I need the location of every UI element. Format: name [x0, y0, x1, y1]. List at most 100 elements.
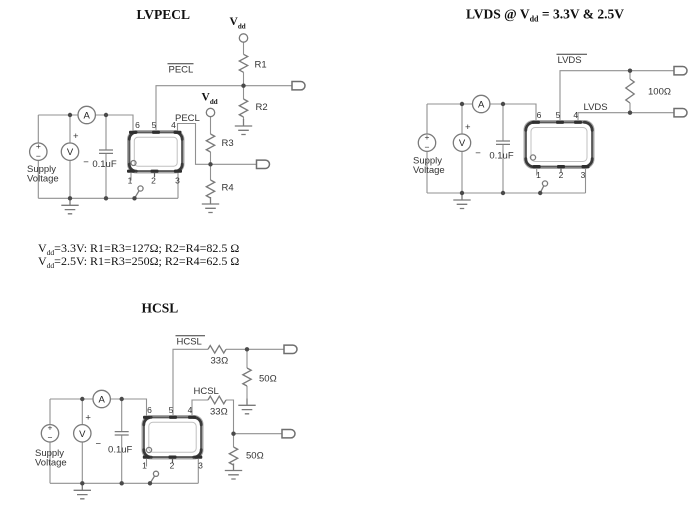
ammeter — [92, 389, 112, 409]
pin-label: 2 — [151, 176, 156, 186]
vdd-label: Vdd — [202, 92, 218, 107]
supply-label: Supply — [35, 448, 64, 459]
pecl-inverted-label: PECL — [169, 65, 194, 76]
plus-sign: + — [85, 413, 91, 424]
voltmeter-letter: V — [459, 138, 466, 149]
capacitor-label: 0.1uF — [108, 445, 132, 456]
r50-bottom-label: 50Ω — [246, 451, 264, 462]
supply-label: Voltage — [27, 174, 59, 185]
pin-label: 6 — [537, 110, 542, 120]
supply-source — [28, 142, 48, 162]
output-terminal-icon — [673, 65, 688, 76]
resistor-50-top — [241, 367, 253, 387]
resistor-100 — [624, 78, 636, 104]
oscillator-chip — [141, 415, 204, 463]
vdd-terminal — [238, 33, 249, 43]
plus-sign: + — [465, 122, 471, 133]
r33-bottom-label: 33Ω — [210, 407, 228, 418]
resistor-r4 — [204, 179, 217, 199]
r50-top-label: 50Ω — [259, 374, 277, 385]
pin-label: 4 — [573, 110, 578, 120]
plus-sign: + — [36, 141, 41, 151]
junction-dots — [459, 68, 633, 196]
supply-label: Voltage — [413, 165, 445, 176]
plus-sign: + — [48, 423, 53, 433]
capacitor — [99, 149, 113, 155]
pecl-label: PECL — [175, 113, 200, 124]
voltmeter — [60, 142, 80, 162]
vdd-terminal — [205, 107, 216, 118]
r4-label: R4 — [222, 183, 234, 194]
output-terminal-icon — [283, 344, 298, 355]
hcsl-circuit: HCSL + − Supply Voltage V + − A 0.1uF — [35, 301, 298, 500]
resistor-33-top — [207, 344, 227, 355]
hcsl-wires — [49, 348, 284, 484]
voltmeter-letter: V — [79, 429, 86, 440]
supply-source — [417, 133, 437, 153]
resistor-33-bottom — [207, 394, 227, 406]
r2-label: R2 — [256, 102, 268, 113]
resistor-50-bottom — [227, 446, 240, 466]
output-terminal-icon — [291, 80, 306, 91]
ammeter-letter: A — [478, 99, 485, 110]
supply-label: Voltage — [35, 458, 67, 469]
pin-label: 2 — [559, 170, 564, 180]
lvds-wires — [426, 70, 674, 194]
pin-label: 6 — [147, 405, 152, 415]
resistor-r2 — [237, 98, 250, 118]
vdd-label: Vdd — [230, 16, 246, 31]
lvds-circuit: LVDS @ Vdd = 3.3V & 2.5V 100Ω + − Supply… — [413, 7, 688, 210]
hcsl-label: HCSL — [194, 386, 219, 397]
minus-sign: − — [425, 142, 430, 152]
pin-label: 6 — [135, 120, 140, 130]
capacitor — [114, 430, 129, 436]
junction-dots — [67, 83, 246, 201]
minus-sign: − — [96, 438, 102, 449]
pin1-indicator-icon — [529, 154, 537, 161]
minus-sign: − — [36, 151, 41, 161]
minus-sign: − — [83, 157, 89, 168]
lvpecl-title: LVPECL — [137, 7, 191, 22]
lvds-inverted-label: LVDS — [558, 55, 582, 66]
plus-sign: + — [425, 132, 430, 142]
lvds-title: LVDS @ Vdd = 3.3V & 2.5V — [466, 7, 624, 24]
switch — [539, 180, 549, 194]
ammeter — [77, 105, 97, 125]
junction-dots — [80, 347, 250, 486]
lvpecl-circuit: LVPECL Vdd Vdd + − Supply Voltage V + − … — [27, 7, 306, 270]
supply-source — [40, 423, 60, 443]
pin-label: 3 — [175, 176, 180, 186]
pin-label: 5 — [152, 120, 157, 130]
output-terminal-icon — [255, 159, 271, 170]
capacitor-label: 0.1uF — [92, 159, 116, 170]
minus-sign: − — [48, 432, 53, 442]
pin1-indicator-icon — [145, 446, 153, 454]
hcsl-title: HCSL — [142, 301, 179, 316]
resistor-100-label: 100Ω — [648, 87, 671, 98]
minus-sign: − — [475, 148, 481, 159]
r33-top-label: 33Ω — [211, 356, 229, 367]
note-line-2: Vdd=2.5V: R1=R3=250Ω; R2=R4=62.5 Ω — [38, 254, 239, 270]
resistor-r1 — [237, 53, 250, 73]
r1-label: R1 — [255, 60, 267, 71]
output-terminal-icon — [281, 428, 296, 439]
pin1-indicator-icon — [130, 159, 137, 167]
ammeter — [471, 94, 491, 114]
voltmeter — [452, 133, 472, 153]
pin-label: 3 — [198, 461, 203, 471]
voltmeter — [72, 423, 92, 443]
note-line-1: Vdd=3.3V: R1=R3=127Ω; R2=R4=82.5 Ω — [38, 241, 239, 257]
switch — [133, 185, 144, 199]
output-terminal-icon — [673, 107, 688, 118]
pin-label: 4 — [171, 120, 176, 130]
oscillator-chip — [523, 120, 595, 173]
pin-label: 5 — [169, 405, 174, 415]
supply-label: Supply — [413, 156, 442, 167]
supply-label: Supply — [27, 164, 56, 175]
capacitor — [496, 140, 510, 146]
oscillator-chip — [127, 130, 185, 177]
pin-label: 3 — [581, 170, 586, 180]
pin-label: 2 — [170, 461, 175, 471]
